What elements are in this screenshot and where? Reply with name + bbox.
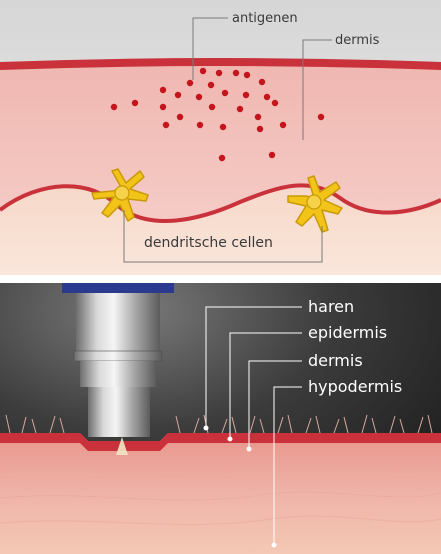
- antigen-icon: [318, 114, 324, 120]
- antigen-icon: [257, 126, 263, 132]
- antigen-icon: [208, 82, 214, 88]
- antigen-icon: [209, 104, 215, 110]
- antigen-icon: [272, 100, 278, 106]
- antigen-icon: [264, 94, 270, 100]
- bottom-panel-skin-layers-diagram: haren epidermis dermis hypodermis: [0, 283, 441, 554]
- antigen-icon: [237, 106, 243, 112]
- antigen-icon: [187, 80, 193, 86]
- hair-label: haren: [308, 297, 354, 316]
- top-illustration: antigenen dermis dendritsche cellen: [0, 0, 441, 275]
- antigen-label: antigenen: [232, 11, 298, 26]
- bottom-illustration: haren epidermis dermis hypodermis: [0, 283, 441, 554]
- antigen-icon: [244, 72, 250, 78]
- antigen-icon: [175, 92, 181, 98]
- dermis-label: dermis: [335, 33, 380, 48]
- antigen-icon: [197, 122, 203, 128]
- hypodermis-label: hypodermis: [308, 377, 402, 396]
- antigen-icon: [160, 104, 166, 110]
- device-ring: [74, 351, 162, 361]
- dermis-label: dermis: [308, 351, 363, 370]
- antigen-icon: [259, 79, 265, 85]
- device-middle-body: [80, 361, 156, 387]
- epidermis-label: epidermis: [308, 323, 387, 342]
- dermis-hypodermis-layer: [0, 433, 441, 554]
- antigen-icon: [196, 94, 202, 100]
- antigen-icon: [220, 124, 226, 130]
- antigen-icon: [219, 155, 225, 161]
- antigen-icon: [200, 68, 206, 74]
- antigen-icon: [280, 122, 286, 128]
- antigen-icon: [177, 114, 183, 120]
- antigen-icon: [163, 122, 169, 128]
- antigen-icon: [269, 152, 275, 158]
- antigen-icon: [132, 100, 138, 106]
- antigen-icon: [111, 104, 117, 110]
- device-upper-body: [76, 293, 160, 351]
- antigen-icon: [216, 70, 222, 76]
- device-top-cap: [62, 283, 174, 293]
- top-panel-skin-antigen-diagram: antigenen dermis dendritsche cellen: [0, 0, 441, 275]
- antigen-icon: [233, 70, 239, 76]
- antigen-icon: [243, 92, 249, 98]
- antigen-icon: [160, 87, 166, 93]
- device-tip: [88, 387, 150, 437]
- dendritic-cells-label: dendritsche cellen: [144, 235, 273, 251]
- antigen-icon: [222, 90, 228, 96]
- antigen-icon: [255, 114, 261, 120]
